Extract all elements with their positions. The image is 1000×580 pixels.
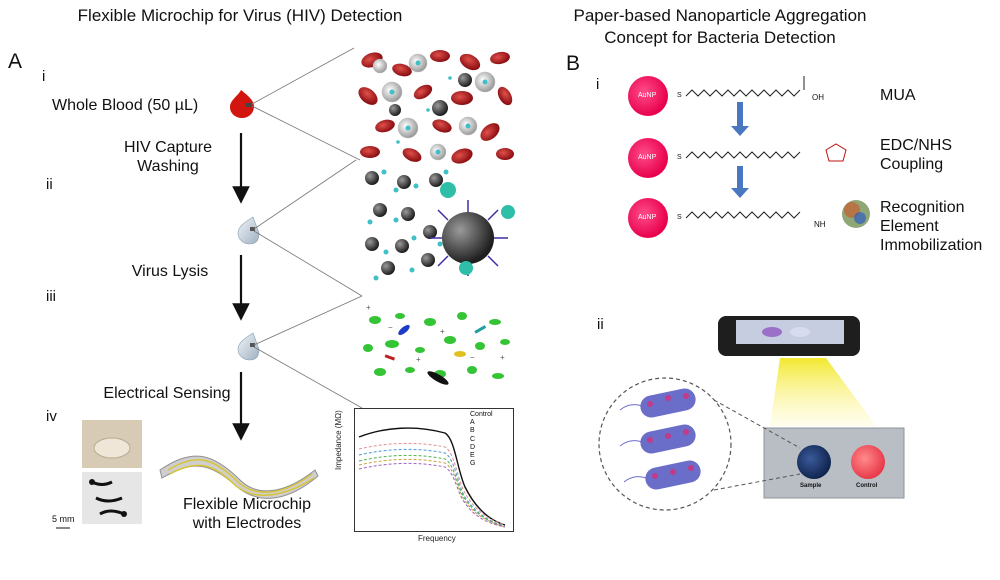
step-i-numeral: i bbox=[42, 68, 46, 85]
panel-b-i-numeral: i bbox=[596, 76, 600, 93]
impedance-xlabel: Frequency bbox=[418, 534, 456, 543]
left-title: Flexible Microchip for Virus (HIV) Detec… bbox=[77, 6, 403, 25]
smartphone-icon bbox=[718, 316, 860, 356]
zoom-line-top bbox=[713, 399, 801, 449]
flexible-chip-icon bbox=[159, 455, 319, 499]
label-recognition: Recognition Element Immobilization bbox=[880, 199, 983, 254]
impedance-ylabel: Impedance (MΩ) bbox=[334, 410, 343, 470]
panel-a-label: A bbox=[8, 50, 23, 73]
sample-label: Sample bbox=[800, 483, 822, 489]
paper-chip bbox=[763, 427, 905, 499]
panel-b-ii-numeral: ii bbox=[597, 316, 604, 333]
svg-text:+: + bbox=[500, 353, 505, 362]
reaction-arrows bbox=[731, 102, 749, 198]
aunp-label-2: AuNP bbox=[638, 154, 657, 161]
step-iii-numeral: iii bbox=[46, 288, 56, 305]
aunp-chain-recognition bbox=[628, 198, 870, 238]
sulfur-label-1: S bbox=[677, 92, 682, 99]
zoom-lines bbox=[251, 47, 363, 409]
nh-label: NH bbox=[814, 220, 826, 229]
impedance-legend: Control A B C D E G bbox=[470, 411, 493, 468]
blood-drop-icon bbox=[230, 90, 254, 118]
svg-text:+: + bbox=[440, 327, 445, 336]
blood-cells-zoom bbox=[358, 50, 514, 164]
step-hiv-capture: HIV Capture Washing bbox=[123, 139, 213, 175]
step-ii-numeral: ii bbox=[46, 176, 53, 193]
step-whole-blood: Whole Blood (50 µL) bbox=[52, 97, 199, 114]
aunp-chain-edc bbox=[628, 138, 847, 178]
control-label: Control bbox=[856, 483, 878, 489]
oh-label: OH bbox=[812, 93, 824, 102]
impedance-plot bbox=[354, 408, 514, 532]
zoom-line-bottom bbox=[713, 473, 801, 491]
sulfur-label-3: S bbox=[677, 214, 682, 221]
label-mua: MUA bbox=[880, 87, 916, 104]
svg-text:−: − bbox=[470, 353, 475, 362]
step-virus-lysis: Virus Lysis bbox=[131, 263, 209, 280]
right-title: Paper-based Nanoparticle Aggregation Con… bbox=[573, 6, 867, 47]
scale-bar-label: 5 mm bbox=[52, 514, 75, 524]
panel-b-label: B bbox=[566, 52, 581, 75]
label-edc-nhs: EDC/NHS Coupling bbox=[880, 137, 953, 173]
svg-text:+: + bbox=[366, 303, 371, 312]
bead-capture-zoom bbox=[365, 169, 515, 281]
step-iv-numeral: iv bbox=[46, 408, 57, 425]
device-caption: Flexible Microchip with Electrodes bbox=[182, 496, 312, 532]
aunp-chain-mua bbox=[628, 76, 805, 116]
lysis-zoom: + − + − + + bbox=[363, 303, 510, 385]
chip-photo-bottom bbox=[82, 472, 142, 524]
lysis-drop-icon bbox=[237, 332, 260, 361]
chip-photo-top bbox=[82, 420, 142, 468]
step-electrical-sensing: Electrical Sensing bbox=[103, 385, 231, 402]
svg-text:+: + bbox=[416, 355, 421, 364]
wash-drop-icon bbox=[237, 216, 260, 245]
bacteria-icon bbox=[619, 388, 701, 490]
aunp-label-3: AuNP bbox=[638, 214, 657, 221]
aunp-label-1: AuNP bbox=[638, 92, 657, 99]
sulfur-label-2: S bbox=[677, 154, 682, 161]
svg-text:−: − bbox=[388, 323, 393, 332]
light-beam bbox=[770, 358, 876, 426]
